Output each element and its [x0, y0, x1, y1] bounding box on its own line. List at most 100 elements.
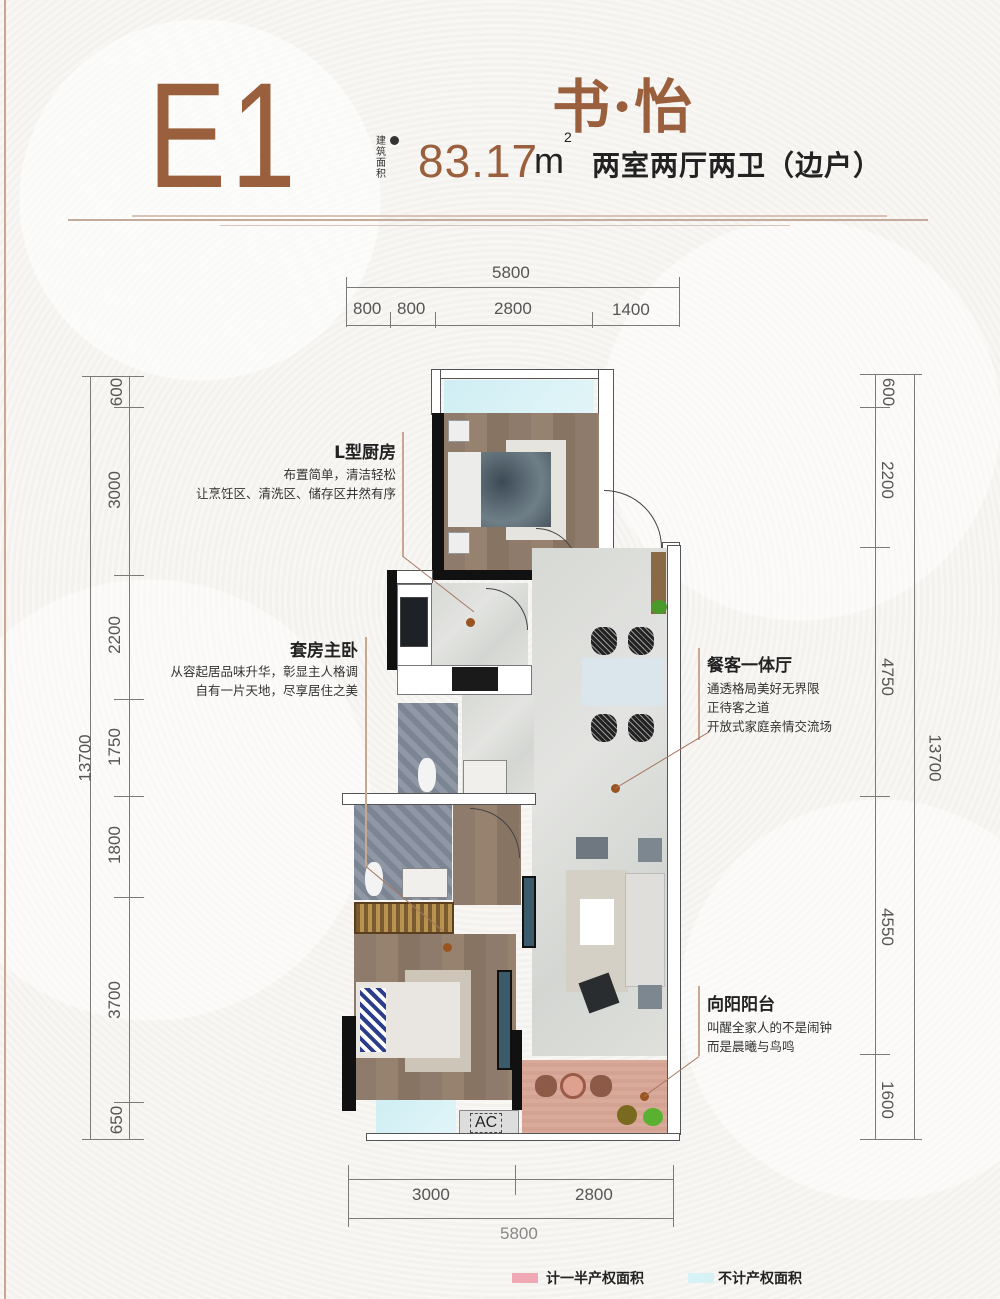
dim-tick	[673, 1165, 674, 1227]
dining-chair	[628, 627, 654, 655]
kitchen-sink	[400, 597, 428, 647]
coffee-table	[580, 899, 614, 945]
kitchen-title: L型厨房	[334, 443, 396, 463]
dim-tick	[82, 1139, 144, 1140]
dim-tick	[348, 1165, 349, 1227]
wall-black	[342, 1016, 356, 1111]
wardrobe	[354, 902, 454, 934]
dim-top-seg-3: 2800	[494, 299, 532, 318]
kitchen-leader-line	[402, 432, 404, 557]
master-desc-2: 自有一片天地，尽享居住之美	[195, 683, 358, 698]
dim-top-line-2	[346, 325, 680, 326]
bathroom-1-basin	[463, 760, 507, 795]
lamp-table	[638, 985, 662, 1009]
legend-swatch-half	[512, 1273, 538, 1283]
dim-tick	[515, 1165, 516, 1195]
dim-tick	[82, 376, 144, 377]
wall-bottom	[366, 1133, 680, 1141]
dim-right-total: 13700	[925, 734, 945, 782]
dining-table	[582, 658, 664, 706]
toilet	[418, 758, 436, 792]
bed-2	[481, 452, 551, 527]
dim-tick	[114, 575, 144, 576]
ac-label: AC	[470, 1113, 503, 1133]
nightstand	[448, 420, 470, 442]
living-desc-1: 通透格局美好无界限	[707, 681, 820, 696]
area-value: 83.17	[418, 135, 539, 187]
dim-top-total: 5800	[492, 263, 530, 282]
wall-black	[512, 1030, 522, 1110]
dim-bottom-line-1	[348, 1179, 674, 1180]
dim-left-seg-2: 3000	[104, 471, 124, 509]
dim-tick	[114, 699, 144, 700]
balcony-plant	[643, 1108, 663, 1126]
balcony-chair	[535, 1075, 557, 1097]
tv-cabinet	[522, 876, 536, 948]
kitchen-desc-1: 布置简单，清洁轻松	[283, 467, 396, 482]
dim-tick	[592, 312, 593, 328]
nightstand	[448, 532, 470, 554]
dim-left-seg-5: 1800	[104, 826, 124, 864]
dim-right-outer	[914, 374, 915, 1140]
dim-bottom-total: 5800	[500, 1224, 538, 1243]
wall-mid	[342, 793, 536, 805]
dim-top-line-1	[346, 287, 680, 288]
living-title: 餐客一体厅	[707, 656, 792, 676]
side-table	[576, 837, 608, 859]
wall-right	[667, 545, 681, 1135]
living-desc-2: 正待客之道	[707, 700, 770, 715]
dim-bottom-line-2	[348, 1218, 674, 1219]
legend-swatch-none	[688, 1273, 714, 1283]
unit-name: 书·怡	[552, 73, 695, 141]
wall-top-bedroom2	[431, 369, 614, 379]
plant	[651, 600, 667, 614]
living-leader-line	[698, 648, 700, 740]
area-unit-text: m	[534, 140, 564, 181]
balcony-table	[560, 1073, 586, 1099]
dim-top-seg-1: 800	[353, 299, 382, 318]
shoe-cabinet	[651, 552, 666, 614]
dim-left-total: 13700	[75, 734, 95, 782]
dim-tick	[860, 374, 922, 375]
dim-tick	[114, 796, 144, 797]
dim-bottom-seg-2: 2800	[575, 1185, 613, 1204]
wall-black	[387, 570, 397, 670]
dim-tick	[114, 1102, 144, 1103]
balcony-title: 向阳阳台	[707, 995, 775, 1015]
dim-top-seg-4: 1400	[612, 300, 650, 319]
cooktop	[452, 667, 498, 691]
balcony-chair	[590, 1075, 612, 1097]
lamp-table	[638, 838, 662, 862]
dining-chair	[591, 627, 617, 655]
header-divider-2	[132, 215, 887, 217]
dim-bottom-seg-1: 3000	[412, 1185, 450, 1204]
unit-code: E1	[148, 51, 301, 219]
balcony-plant	[617, 1105, 637, 1125]
dim-left-seg-1: 600	[107, 377, 127, 407]
dim-tick	[346, 277, 347, 327]
layout-description: 两室两厅两卫（边户）	[592, 149, 883, 182]
master-pin	[443, 943, 452, 952]
pillows	[448, 452, 481, 527]
dim-right-seg-2: 2200	[877, 461, 897, 499]
legend-label-half: 计一半产权面积	[546, 1271, 644, 1287]
wall-black	[432, 570, 532, 580]
balcony-desc-2: 而是晨曦与鸟鸣	[707, 1039, 795, 1054]
master-title: 套房主卧	[290, 641, 358, 661]
master-leader-line	[365, 637, 367, 867]
dim-tick	[860, 547, 890, 548]
dim-right-inner	[875, 374, 876, 1140]
dim-tick	[860, 1054, 890, 1055]
dim-left-seg-4: 1750	[104, 728, 124, 766]
dim-tick	[390, 312, 391, 328]
balcony-leader-line	[698, 986, 700, 1056]
master-bath-basin	[402, 868, 448, 898]
bedroom-tv	[497, 970, 512, 1070]
bay-window-bedroom2	[444, 380, 594, 413]
kitchen-desc-2: 让烹饪区、清洗区、储存区井然有序	[195, 486, 396, 501]
area-unit-sup: 2	[564, 129, 572, 145]
dim-tick	[860, 407, 890, 408]
dim-top-seg-2: 800	[397, 299, 426, 318]
dim-tick	[679, 277, 680, 327]
header-divider-3	[220, 225, 790, 226]
